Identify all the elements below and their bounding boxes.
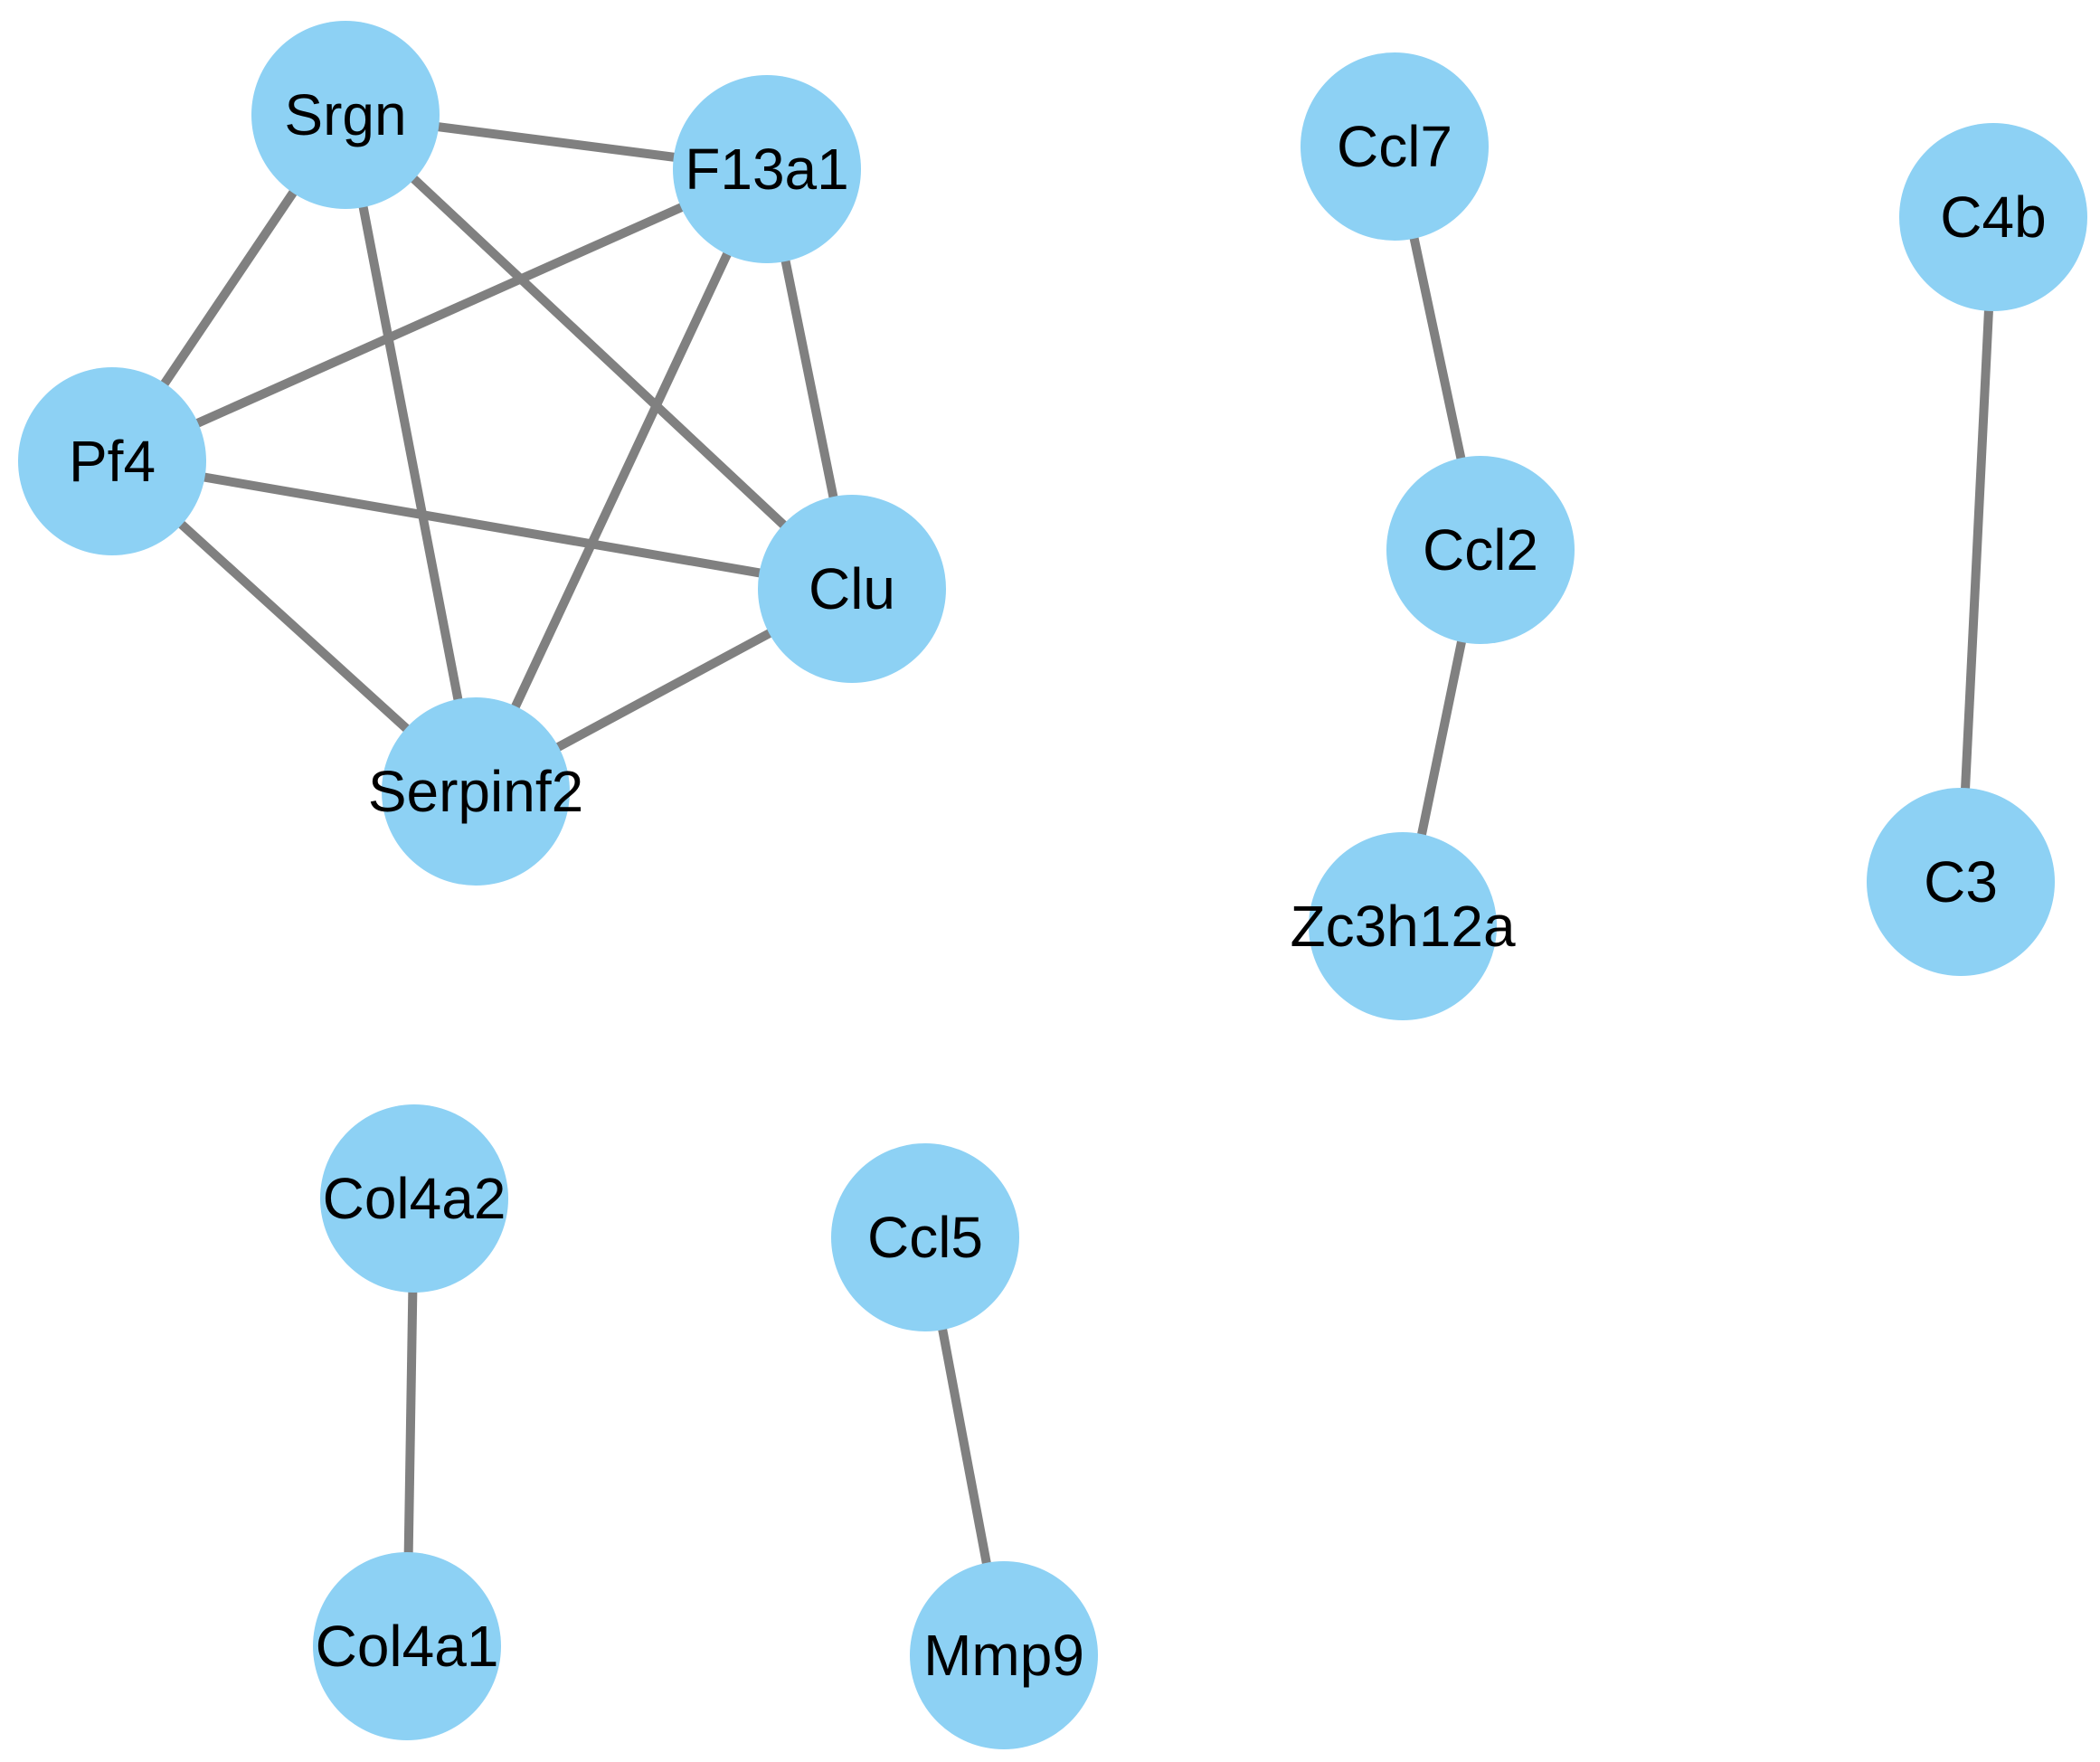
- node-label: Ccl7: [1337, 114, 1452, 179]
- node-pf4[interactable]: Pf4: [18, 367, 206, 555]
- node-circle[interactable]: [313, 1552, 501, 1740]
- node-circle[interactable]: [251, 21, 440, 209]
- node-label: Srgn: [284, 82, 406, 147]
- node-label: Col4a2: [323, 1166, 506, 1231]
- edge-f13a1-pf4: [109, 165, 770, 466]
- node-label: Pf4: [69, 429, 156, 494]
- node-mmp9[interactable]: Mmp9: [910, 1561, 1098, 1749]
- node-circle[interactable]: [910, 1561, 1098, 1749]
- node-circle[interactable]: [1867, 788, 2055, 976]
- node-f13a1[interactable]: F13a1: [673, 75, 861, 263]
- edge-pf4-clu: [111, 457, 853, 593]
- node-col4a2[interactable]: Col4a2: [320, 1104, 508, 1293]
- edge-srgn-clu: [342, 111, 856, 592]
- node-label: Ccl2: [1423, 517, 1538, 583]
- node-srgn[interactable]: Srgn: [251, 21, 440, 209]
- node-c4b[interactable]: C4b: [1899, 123, 2087, 311]
- node-ccl7[interactable]: Ccl7: [1301, 52, 1489, 241]
- node-label: C3: [1924, 849, 1998, 914]
- node-label: Mmp9: [923, 1623, 1084, 1688]
- node-circle[interactable]: [831, 1143, 1019, 1331]
- edge-c4b-c3: [1956, 216, 1998, 883]
- node-label: Col4a1: [316, 1614, 499, 1679]
- node-label: C4b: [1940, 185, 2046, 250]
- node-circle[interactable]: [1309, 832, 1497, 1020]
- node-circle[interactable]: [382, 697, 570, 886]
- node-col4a1[interactable]: Col4a1: [313, 1552, 501, 1740]
- node-circle[interactable]: [1899, 123, 2087, 311]
- edges-layer: [108, 110, 1998, 1656]
- node-circle[interactable]: [673, 75, 861, 263]
- node-circle[interactable]: [758, 495, 946, 683]
- node-c3[interactable]: C3: [1867, 788, 2055, 976]
- node-circle[interactable]: [1301, 52, 1489, 241]
- node-serpinf2[interactable]: Serpinf2: [368, 697, 583, 886]
- node-label: Clu: [809, 556, 895, 621]
- node-circle[interactable]: [1386, 456, 1575, 644]
- edge-srgn-serpinf2: [341, 114, 480, 792]
- node-label: Serpinf2: [368, 759, 583, 824]
- node-ccl5[interactable]: Ccl5: [831, 1143, 1019, 1331]
- node-circle[interactable]: [18, 367, 206, 555]
- node-label: F13a1: [685, 137, 848, 202]
- node-label: Ccl5: [867, 1205, 983, 1270]
- node-ccl2[interactable]: Ccl2: [1386, 456, 1575, 644]
- node-clu[interactable]: Clu: [758, 495, 946, 683]
- edge-f13a1-serpinf2: [471, 166, 771, 794]
- node-circle[interactable]: [320, 1104, 508, 1293]
- node-zc3h12a[interactable]: Zc3h12a: [1290, 832, 1516, 1020]
- node-label: Zc3h12a: [1290, 894, 1515, 959]
